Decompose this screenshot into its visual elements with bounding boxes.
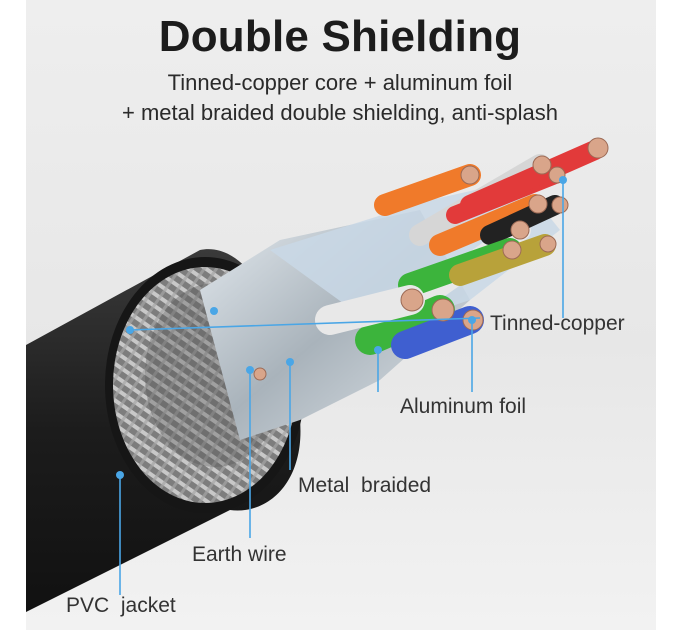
subtitle-line-1: Tinned-copper core + aluminum foil [167,70,513,95]
subtitle-line-2: + metal braided double shielding, anti-s… [121,100,558,125]
callout-lines [116,176,567,595]
label-earth-wire: Earth wire [192,543,287,566]
label-tinned-copper: Tinned-copper [490,312,625,335]
page-title: Double Shielding [158,12,522,61]
label-pvc-jacket: PVC jacket [66,594,176,617]
label-aluminum-foil: Aluminum foil [400,395,527,418]
copper-strand-tips [253,137,609,381]
twisted-pair-wires [315,140,605,359]
label-metal-braided: Metal braided [298,474,432,497]
